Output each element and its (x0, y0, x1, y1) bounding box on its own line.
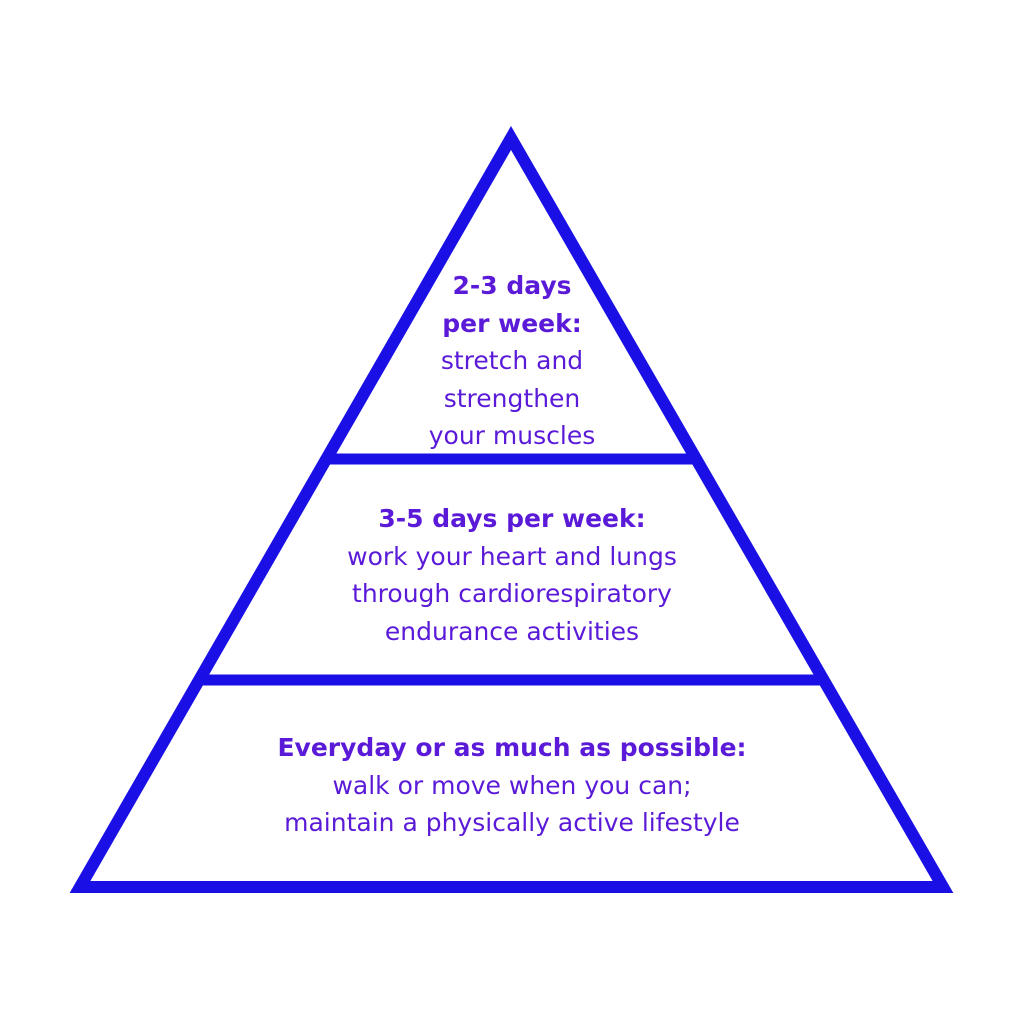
tier-top-heading-line: per week: (442, 308, 582, 338)
tier-middle-body-line: through cardiorespiratory (352, 579, 672, 608)
tier-bottom-body-line: maintain a physically active lifestyle (284, 808, 740, 837)
tier-middle-text: 3-5 days per week: work your heart and l… (0, 500, 1024, 650)
tier-top-body-line: stretch and (440, 346, 584, 375)
pyramid-outline (69, 125, 954, 893)
tier-bottom-body-line: walk or move when you can; (332, 770, 692, 800)
tier-top-heading-line: 2-3 days (452, 271, 572, 300)
tier-middle-body-line: work your heart and lungs (347, 541, 677, 571)
tier-bottom-heading-line: Everyday or as much as possible: (277, 733, 747, 762)
tier-bottom-text: Everyday or as much as possible: walk or… (0, 729, 1024, 842)
tier-middle-body-line: endurance activities (384, 616, 640, 646)
tier-top-body-line: your muscles (428, 421, 596, 450)
tier-middle-heading-line: 3-5 days per week: (378, 504, 646, 533)
tier-top-text: 2-3 days per week: stretch and strengthe… (0, 267, 1024, 455)
tier-top-body-line: strengthen (443, 383, 581, 413)
